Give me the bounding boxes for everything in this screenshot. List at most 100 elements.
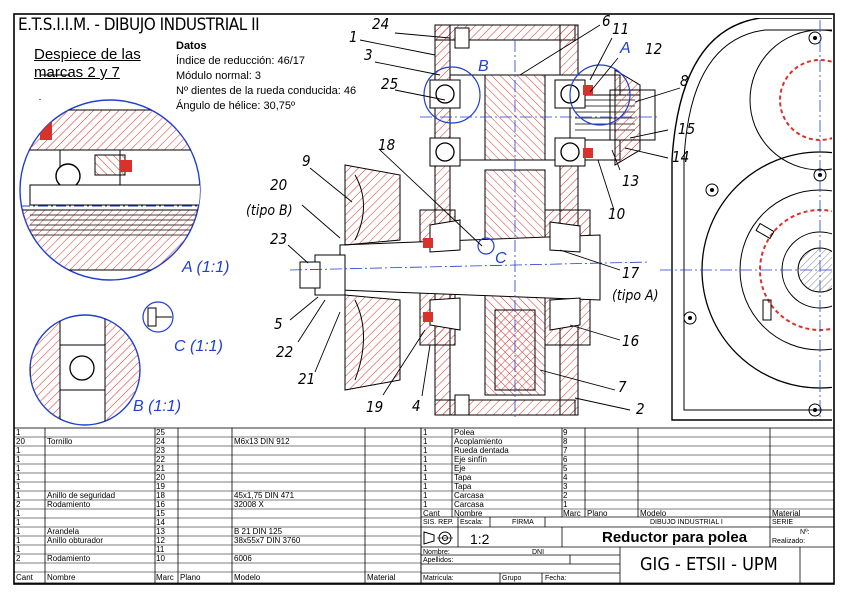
left-cell-cant: 2 (16, 554, 21, 563)
right-cell-cant: 1 (423, 437, 428, 446)
tb-grupo: Grupo (502, 575, 522, 582)
right-cell-marca: 9 (563, 428, 568, 437)
left-cell-marca: 15 (156, 509, 165, 518)
datos-title: Datos (176, 40, 207, 52)
right-cell-nombre: Eje (454, 464, 466, 473)
right-cell-nombre: Carcasa (454, 491, 484, 500)
left-header-nombre: Nombre (47, 573, 76, 582)
left-cell-marca: 18 (156, 491, 165, 500)
tb-sis-rep: SIS. REP. (423, 519, 454, 526)
left-cell-cant: 1 (16, 464, 21, 473)
right-cell-cant: 1 (423, 473, 428, 482)
left-cell-marca: 16 (156, 500, 165, 509)
callout-23: 23 (270, 230, 288, 248)
right-cell-nombre: Polea (454, 428, 475, 437)
tb-realizado: Realizado: (772, 538, 806, 545)
callout-25: 25 (381, 75, 399, 93)
left-cell-marca: 11 (156, 545, 165, 554)
callout-15: 15 (678, 120, 696, 138)
callout-14: 14 (672, 148, 690, 166)
side-view (660, 18, 832, 421)
tb-matricula: Matrícula: (423, 575, 454, 582)
right-cell-cant: 1 (423, 491, 428, 500)
callout-6: 6 (602, 12, 611, 30)
table-row-lines (14, 436, 834, 573)
left-cell-cant: 1 (16, 518, 21, 527)
left-cell-marca: 19 (156, 482, 165, 491)
right-cell-nombre: Tapa (454, 482, 472, 491)
left-cell-modelo: 32008 X (234, 500, 264, 509)
left-cell-marca: 24 (156, 437, 165, 446)
left-header-cant: Cant (16, 573, 33, 582)
left-cell-marca: 25 (156, 428, 165, 437)
callout-17: 17 (622, 264, 640, 282)
right-cell-marca: 2 (563, 491, 568, 500)
callout-18: 18 (378, 136, 396, 154)
left-header-modelo: Modelo (234, 573, 261, 582)
callout-8: 8 (680, 72, 689, 90)
detail-c-view (142, 301, 174, 333)
callout-note-tipo-b: (tipo B) (246, 203, 293, 219)
right-cell-marca: 7 (563, 446, 568, 455)
datos-module: Módulo normal: 3 (176, 70, 261, 82)
left-cell-marca: 14 (156, 518, 165, 527)
datos-teeth: Nº dientes de la rueda conducida: 46 (176, 85, 357, 97)
tb-school: GIG - ETSII - UPM (640, 554, 778, 575)
left-cell-cant: 1 (16, 545, 21, 554)
callout-2: 2 (636, 400, 645, 418)
left-cell-modelo: B 21 DIN 125 (234, 527, 283, 536)
right-header-plano: Plano (587, 509, 608, 518)
detail-a-view (19, 99, 201, 281)
right-header-nombre: Nombre (454, 509, 483, 518)
main-section-view (289, 24, 660, 420)
right-cell-nombre: Acoplamiento (454, 437, 503, 446)
left-cell-marca: 20 (156, 473, 165, 482)
tb-firma: FIRMA (512, 519, 534, 526)
left-cell-nombre: Tornillo (47, 437, 73, 446)
left-cell-nombre: Anillo obturador (47, 536, 104, 545)
left-cell-cant: 20 (16, 437, 25, 446)
callout-4: 4 (412, 397, 421, 415)
left-cell-modelo: 6006 (234, 554, 252, 563)
detail-c-marker: C (495, 250, 507, 267)
callout-16: 16 (622, 332, 640, 350)
tb-serie: SERIE (772, 519, 794, 526)
callout-1: 1 (349, 28, 358, 46)
callout-20: 20 (270, 176, 288, 194)
left-cell-cant: 1 (16, 446, 21, 455)
callout-note-tipo-a: (tipo A) (612, 288, 659, 304)
right-header-material: Material (772, 509, 801, 518)
tb-fecha: Fecha: (545, 575, 567, 582)
right-cell-marca: 8 (563, 437, 568, 446)
right-cell-marca: 3 (563, 482, 568, 491)
callout-24: 24 (372, 15, 390, 33)
right-cell-nombre: Tapa (454, 473, 472, 482)
callout-9: 9 (302, 152, 311, 170)
tb-escala-value: 1:2 (470, 531, 490, 547)
right-cell-marca: 1 (563, 500, 568, 509)
callout-13: 13 (622, 172, 640, 190)
datos-helix: Ángulo de hélice: 30,75º (176, 100, 295, 112)
right-header-marca: Marc (563, 509, 581, 518)
left-cell-cant: 1 (16, 536, 21, 545)
right-cell-cant: 1 (423, 482, 428, 491)
left-header-plano: Plano (180, 573, 201, 582)
left-cell-cant: 1 (16, 473, 21, 482)
detail-b-view (29, 314, 141, 426)
left-cell-nombre: Arandela (47, 527, 80, 536)
tb-escala-label: Escala: (460, 519, 483, 526)
right-cell-marca: 4 (563, 473, 568, 482)
left-cell-cant: 1 (16, 482, 21, 491)
tb-numero: Nº: (800, 529, 810, 536)
callout-12: 12 (645, 40, 663, 58)
left-cell-cant: 1 (16, 428, 21, 437)
callout-11: 11 (612, 20, 630, 38)
right-cell-cant: 1 (423, 428, 428, 437)
right-cell-marca: 5 (563, 464, 568, 473)
left-cell-marca: 13 (156, 527, 165, 536)
subtitle-line-1: Despiece de las (34, 46, 141, 63)
left-cell-nombre: Rodamiento (47, 500, 91, 509)
callout-19: 19 (366, 398, 384, 416)
left-cell-marca: 23 (156, 446, 165, 455)
